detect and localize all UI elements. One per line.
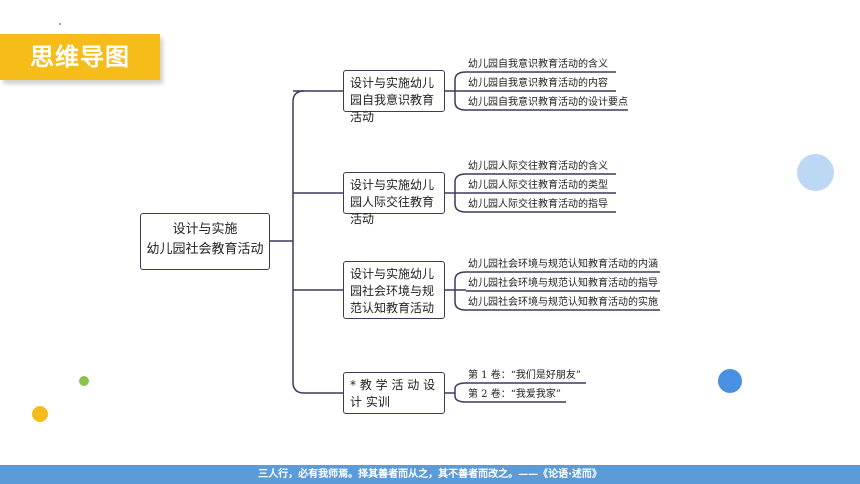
branch-node-interpersonal: 设计与实施幼儿园人际交往教育活动 (343, 172, 445, 226)
leaf-b4-1: 第 2 卷：“我爱我家” (468, 389, 561, 400)
decorative-dot (59, 23, 61, 25)
footer-bar: 三人行，必有我师焉。择其善者而从之，其不善者而改之。——《论语·述而》 (0, 465, 860, 484)
branch-node-self-awareness: 设计与实施幼儿园自我意识教育活动 (343, 70, 445, 124)
decorative-circle-light-blue (797, 154, 834, 191)
branch-node-social-environment: 设计与实施幼儿园社会环境与规范认知教育活动 (343, 261, 445, 319)
leaf-b4-0: 第 1 卷：“我们是好朋友” (468, 370, 581, 381)
decorative-circle-blue (718, 369, 742, 393)
branch-node-practice: * 教 学 活 动 设 计 实训 (343, 372, 445, 414)
decorative-circle-green (79, 376, 89, 386)
leaf-b3-1: 幼儿园社会环境与规范认知教育活动的指导 (468, 278, 658, 289)
connector-trunk (292, 90, 305, 394)
connector-b3-bracket (454, 271, 467, 311)
leaf-b2-1: 幼儿园人际交往教育活动的类型 (468, 180, 608, 191)
leaf-b1-0: 幼儿园自我意识教育活动的含义 (468, 59, 608, 70)
decorative-circle-yellow (32, 406, 48, 422)
page-title: 思维导图 (30, 43, 130, 71)
branch-label: * 教 学 活 动 设 计 实训 (350, 378, 436, 409)
leaf-b2-2: 幼儿园人际交往教育活动的指导 (468, 199, 608, 210)
root-node-line-2: 幼儿园社会教育活动 (146, 242, 264, 257)
footer-quote: 三人行，必有我师焉。择其善者而从之，其不善者而改之。——《论语·述而》 (258, 469, 602, 480)
root-node: 设计与实施 幼儿园社会教育活动 (140, 213, 270, 270)
leaf-b1-2: 幼儿园自我意识教育活动的设计要点 (468, 97, 628, 108)
branch-label: 设计与实施幼儿园社会环境与规范认知教育活动 (350, 267, 435, 315)
leaf-b3-2: 幼儿园社会环境与规范认知教育活动的实施 (468, 297, 658, 308)
root-node-line-1: 设计与实施 (172, 222, 238, 237)
leaf-b3-0: 幼儿园社会环境与规范认知教育活动的内涵 (468, 259, 658, 270)
branch-label: 设计与实施幼儿园人际交往教育活动 (350, 178, 435, 226)
leaf-b2-0: 幼儿园人际交往教育活动的含义 (468, 161, 608, 172)
branch-label: 设计与实施幼儿园自我意识教育活动 (350, 76, 435, 124)
connector-b4-bracket (454, 382, 467, 403)
leaf-b1-1: 幼儿园自我意识教育活动的内容 (468, 78, 608, 89)
title-banner: 思维导图 (0, 34, 160, 80)
